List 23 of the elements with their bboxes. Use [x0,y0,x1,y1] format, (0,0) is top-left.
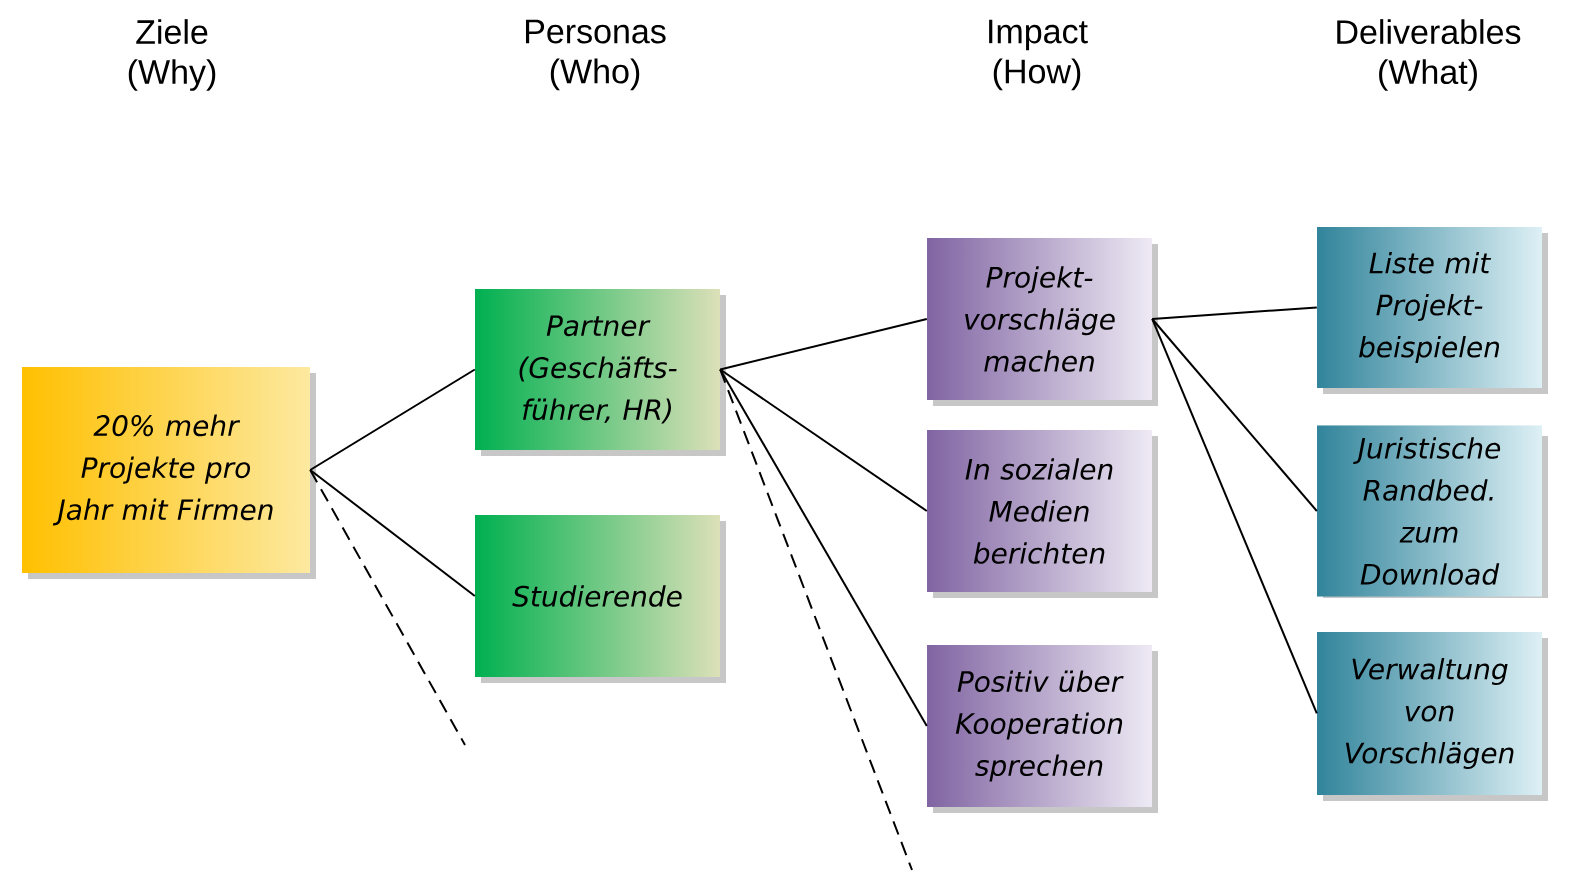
sticky-note: Positiv über Kooperation sprechen [955,670,1124,782]
connector-line [309,368,476,471]
connector-line [1151,318,1318,512]
connector-line [309,469,466,746]
connector-line [719,318,928,371]
sticky-note: 20% mehr Projekte pro Jahr mit Firmen [52,414,273,526]
connector-line [719,368,913,871]
column-heading: Deliverables (What) [1337,19,1521,91]
connector-line [309,469,476,597]
sticky-note: Verwaltung von Vorschlägen [1345,657,1514,770]
sticky-note: Liste mit Projekt-beispielen [1359,251,1500,364]
connector-line [719,368,928,512]
column-heading: Impact (How) [989,19,1088,91]
sticky-note: Projekt-vorschläge machen [965,266,1115,372]
connector-line [1151,306,1318,320]
column-heading: Personas (Who) [526,19,666,91]
connector-line [1151,318,1318,715]
sticky-note: Partner (Geschäfts-führer, HR) [519,315,677,424]
sticky-note: Studierende [512,585,682,607]
sticky-note: Juristische Randbed. zum Download [1353,437,1501,585]
sticky-note: In sozialen Medien berichten [965,458,1113,564]
column-heading: Ziele (Why) [128,19,216,91]
connector-line [719,368,928,727]
